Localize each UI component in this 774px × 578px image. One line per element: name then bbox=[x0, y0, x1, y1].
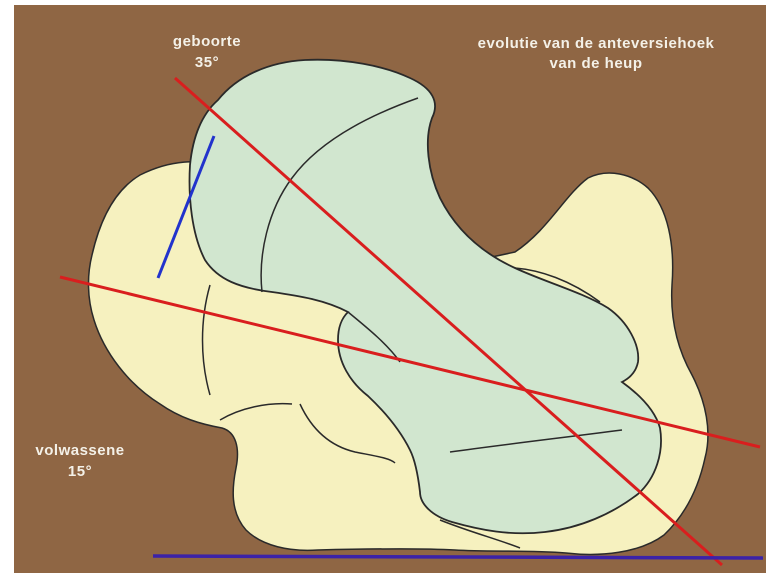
adult-label: volwassene bbox=[35, 442, 124, 459]
birth-angle: 35° bbox=[195, 54, 219, 71]
birth-label: geboorte bbox=[173, 33, 241, 50]
adult-angle: 15° bbox=[68, 463, 92, 480]
title-line-1: evolutie van de anteversiehoek bbox=[478, 35, 715, 52]
baseline-line bbox=[153, 556, 763, 558]
title-line-2: van de heup bbox=[549, 55, 642, 72]
